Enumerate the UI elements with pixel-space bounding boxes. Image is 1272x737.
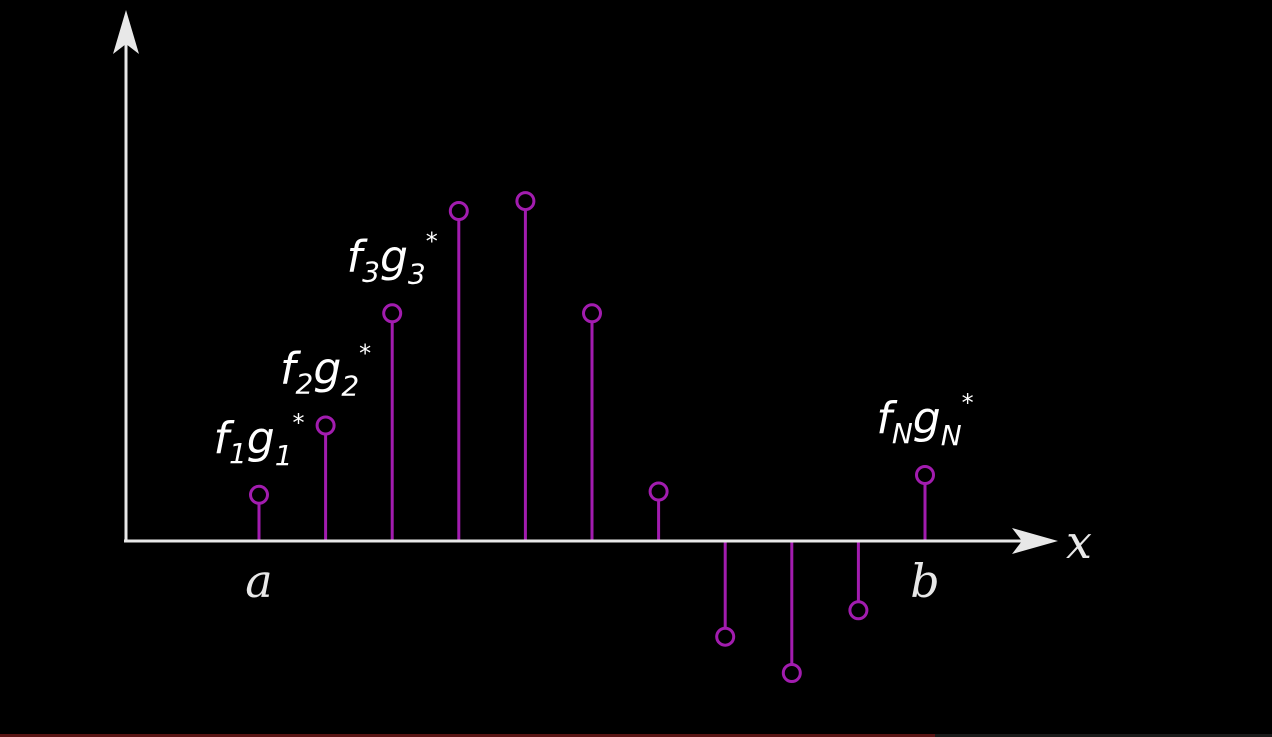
right-endpoint-label: b: [910, 554, 939, 608]
stem-marker: [648, 481, 669, 502]
stem-marker: [848, 600, 869, 621]
sample-product-label: f2g2*: [280, 340, 371, 403]
stem-marker: [715, 626, 736, 647]
stem-marker: [781, 663, 802, 683]
stem-marker: [249, 484, 269, 505]
label-part-g: g: [380, 231, 408, 282]
label-part-f-sub: 1: [229, 437, 247, 470]
x-axis-label: x: [1066, 515, 1092, 569]
y-axis-arrowhead: [113, 10, 139, 54]
label-part-star: *: [962, 389, 974, 417]
sample-product-label: f3g3*: [347, 227, 438, 290]
label-part-f-sub: 3: [362, 255, 380, 288]
stem-marker: [448, 201, 469, 221]
label-part-g-sub: N: [941, 419, 962, 452]
stems-layer: [249, 191, 935, 683]
left-endpoint-label: a: [245, 554, 272, 608]
label-part-g: g: [913, 393, 941, 444]
label-part-g: g: [313, 344, 341, 395]
label-part-star: *: [426, 227, 438, 255]
sample-product-label: fNgN*: [876, 389, 973, 452]
label-part-g-sub: 1: [275, 439, 293, 472]
stem-marker: [515, 191, 536, 212]
bottom-strip-progress: [0, 734, 935, 737]
x-axis-arrowhead: [1012, 528, 1058, 554]
label-part-g: g: [247, 413, 275, 464]
stem-marker: [315, 415, 336, 436]
stem-marker: [915, 465, 935, 485]
label-part-g-sub: 2: [341, 370, 359, 403]
label-part-star: *: [293, 409, 305, 437]
stem-marker: [382, 303, 403, 324]
stem-marker: [582, 303, 602, 324]
label-part-f-sub: N: [892, 417, 913, 450]
label-part-g-sub: 3: [408, 257, 426, 290]
sample-product-label: f1g1*: [213, 409, 304, 472]
label-part-f-sub: 2: [296, 368, 314, 401]
label-part-star: *: [359, 340, 371, 368]
